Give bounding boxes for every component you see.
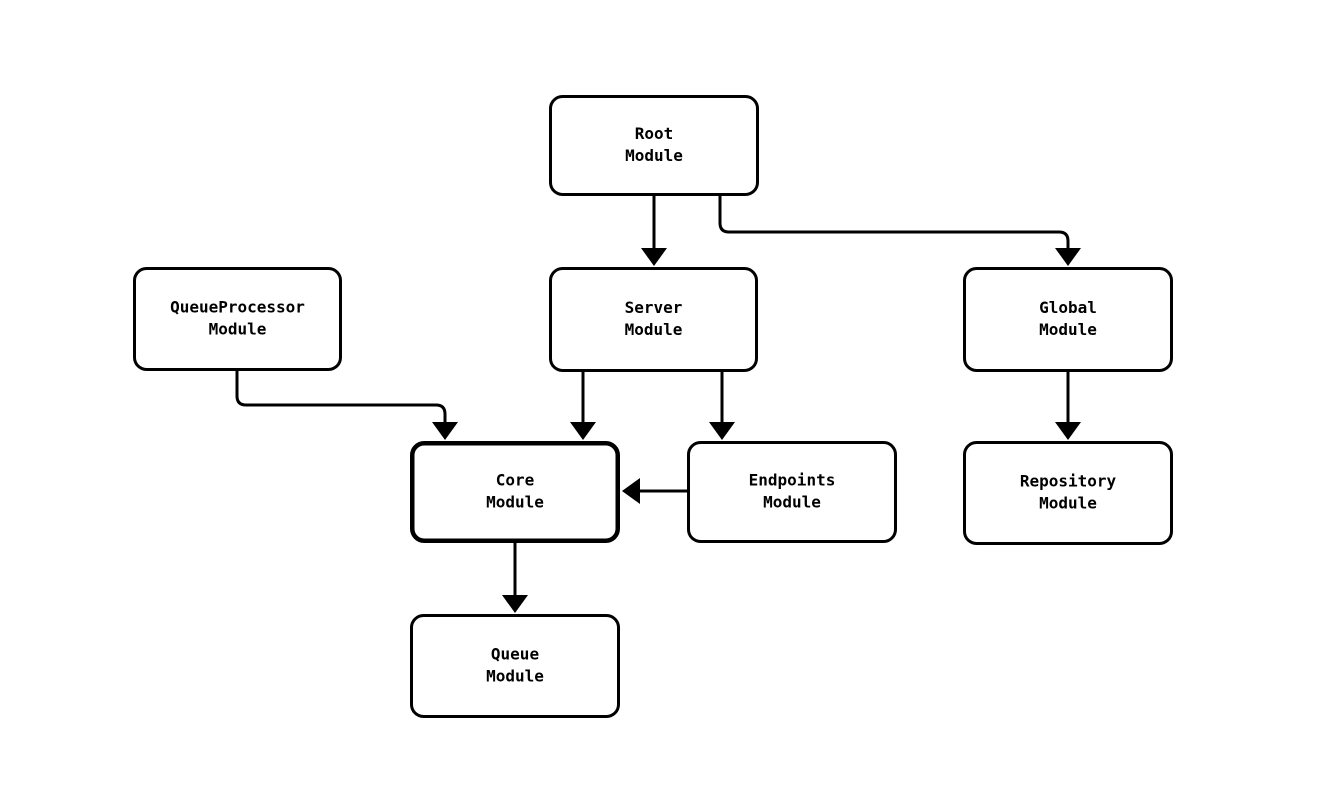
- queueprocessor-module-node-shape[interactable]: [133, 267, 342, 371]
- core-module-node-label-line2: Module: [486, 493, 544, 512]
- global-module-node-label-line2: Module: [1039, 320, 1097, 339]
- edge-root-to-global-arrowhead: [1055, 248, 1081, 266]
- endpoints-module-node-label-line2: Module: [763, 493, 821, 512]
- endpoints-module-node-shape[interactable]: [687, 441, 897, 543]
- edge-root-to-server: [641, 196, 667, 266]
- repository-module-node-label-line2: Module: [1039, 494, 1097, 513]
- edge-root-to-global-line: [718, 196, 1070, 254]
- edge-core-to-queue: [502, 543, 528, 613]
- edge-server-to-core: [570, 372, 596, 440]
- edge-root-to-server-arrowhead: [641, 248, 667, 266]
- edge-server-to-endpoints: [709, 372, 735, 440]
- server-module-node-label-line2: Module: [625, 320, 683, 339]
- edge-server-to-endpoints-arrowhead: [709, 422, 735, 440]
- global-module-node-label-line1: Global: [1039, 298, 1097, 317]
- root-module-node-label-line1: Root: [635, 124, 674, 143]
- edge-global-to-repository-arrowhead: [1055, 422, 1081, 440]
- queueprocessor-module-node-label-line2: Module: [209, 320, 267, 339]
- edge-core-to-queue-arrowhead: [502, 595, 528, 613]
- edge-queueprocessor-to-core: [235, 371, 458, 440]
- root-module-node-label-line2: Module: [625, 146, 683, 165]
- edges-layer: [235, 196, 1081, 613]
- repository-module-node-label-line1: Repository: [1020, 472, 1117, 491]
- server-module-node-label-line1: Server: [625, 298, 683, 317]
- repository-module-node-shape[interactable]: [963, 441, 1173, 545]
- edge-global-to-repository: [1055, 372, 1081, 440]
- root-module-node-shape[interactable]: [549, 95, 759, 196]
- global-module-node-shape[interactable]: [963, 267, 1173, 372]
- edge-root-to-global: [718, 196, 1081, 266]
- queue-module-node-shape[interactable]: [410, 614, 620, 718]
- queueprocessor-module-node-label-line1: QueueProcessor: [170, 298, 305, 317]
- edge-endpoints-to-core: [622, 478, 687, 504]
- server-module-node-shape[interactable]: [549, 267, 758, 372]
- queue-module-node-label-line2: Module: [486, 667, 544, 686]
- edge-endpoints-to-core-arrowhead: [622, 478, 640, 504]
- nodes-layer: RootModuleQueueProcessorModuleServerModu…: [133, 95, 1173, 718]
- queue-module-node-label-line1: Queue: [491, 645, 539, 664]
- core-module-node-shape[interactable]: [410, 441, 620, 543]
- edge-queueprocessor-to-core-arrowhead: [432, 422, 458, 440]
- endpoints-module-node-label-line1: Endpoints: [749, 471, 836, 490]
- edge-server-to-core-arrowhead: [570, 422, 596, 440]
- edge-queueprocessor-to-core-line: [235, 371, 447, 428]
- core-module-node-label-line1: Core: [496, 471, 535, 490]
